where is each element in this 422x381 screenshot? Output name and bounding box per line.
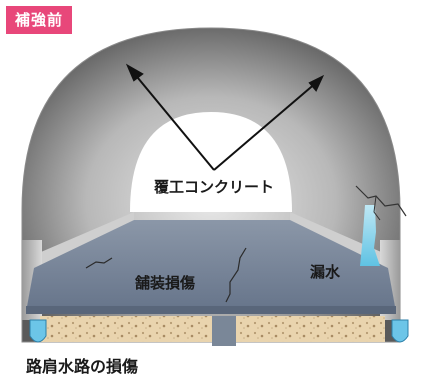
pavement-crack-center — [225, 247, 247, 303]
load-arrows — [125, 63, 325, 171]
pavement-crack-left — [85, 257, 113, 269]
lining-concrete-label: 覆工コンクリート — [154, 178, 274, 196]
road-edge — [26, 306, 396, 314]
left-side-wall — [34, 212, 134, 268]
gravel-base-left — [40, 316, 215, 342]
water-leak-label: 漏水 — [310, 263, 341, 281]
pavement-damage-label: 舗装損傷 — [134, 274, 195, 292]
water-leak — [360, 205, 380, 266]
gravel-base-right — [235, 316, 385, 342]
before-reinforcement-badge: 補強前 — [6, 6, 73, 34]
center-drain — [212, 316, 236, 346]
lining-crack-right-branch — [373, 195, 381, 221]
right-gutter-drain — [391, 319, 409, 343]
gutter-damage-label: 路肩水路の損傷 — [26, 357, 138, 376]
left-gutter-drain — [29, 319, 47, 343]
lining-crack-right — [355, 185, 407, 217]
road-pavement — [26, 220, 396, 312]
